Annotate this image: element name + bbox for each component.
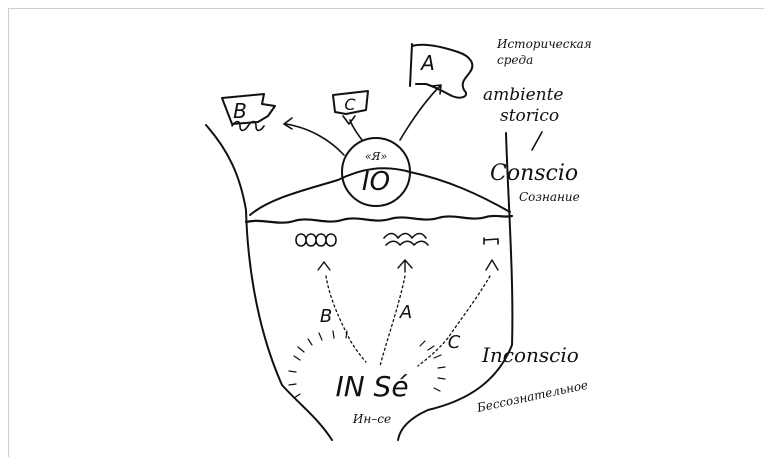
path-b-label: B — [320, 306, 332, 327]
symbol-b-loops — [295, 233, 337, 247]
ego-circle — [341, 137, 411, 207]
unconscious-it-label: Inconscio — [481, 343, 579, 367]
box-c-label: C — [344, 95, 356, 114]
box-b-loops — [231, 120, 265, 132]
box-b-outline — [221, 93, 276, 125]
historical-env-ru-label: Историческая среда — [496, 37, 596, 67]
historical-env-it-label: ambiente storico — [483, 85, 569, 126]
threshold-line — [244, 214, 514, 224]
box-a-label: A — [419, 51, 435, 75]
historical-env-it-line1: ambiente — [483, 85, 563, 105]
arrow-to-a-head — [431, 84, 442, 95]
path-a-line — [379, 275, 406, 367]
conscious-it-label: Conscio — [490, 161, 578, 186]
box-b-label: B — [233, 99, 247, 123]
arrow-to-c — [349, 119, 363, 141]
up-arrow-b — [317, 261, 331, 271]
box-a-flag — [411, 43, 474, 99]
arrow-to-a — [399, 85, 441, 141]
path-a-label: A — [399, 302, 412, 323]
conscious-ru-label: Сознание — [519, 190, 580, 204]
env-divider-stroke — [531, 131, 543, 151]
in-se-ru-label: Ин–се — [352, 412, 391, 426]
box-c-tick — [342, 115, 356, 125]
in-se-letters: IN Sé — [335, 370, 408, 403]
arrow-to-b-head — [283, 117, 293, 130]
page-frame — [8, 8, 764, 457]
ego-quote-label: «Я» — [365, 150, 387, 163]
path-c-label: C — [448, 332, 461, 353]
box-a-pole — [409, 43, 413, 87]
up-arrow-c — [485, 259, 499, 271]
ego-letters: IO — [362, 167, 390, 197]
symbol-c-mark — [483, 237, 499, 245]
historical-env-ru-line2: среда — [497, 53, 533, 67]
up-arrow-a — [397, 259, 413, 273]
historical-env-ru-line1: Историческая — [496, 37, 592, 51]
unconscious-ru-label: Бессознательное — [475, 378, 589, 415]
symbol-a-waves — [383, 232, 429, 246]
in-se-rays — [288, 330, 446, 399]
historical-env-it-line2: storico — [500, 106, 559, 126]
path-c-line — [417, 275, 491, 367]
path-b-line — [325, 275, 367, 363]
vessel-left-wall — [205, 124, 333, 441]
box-c-outline — [332, 90, 369, 115]
arrow-to-b — [285, 123, 345, 156]
consciousness-mound — [249, 167, 511, 216]
vessel-right-wall — [397, 132, 514, 441]
